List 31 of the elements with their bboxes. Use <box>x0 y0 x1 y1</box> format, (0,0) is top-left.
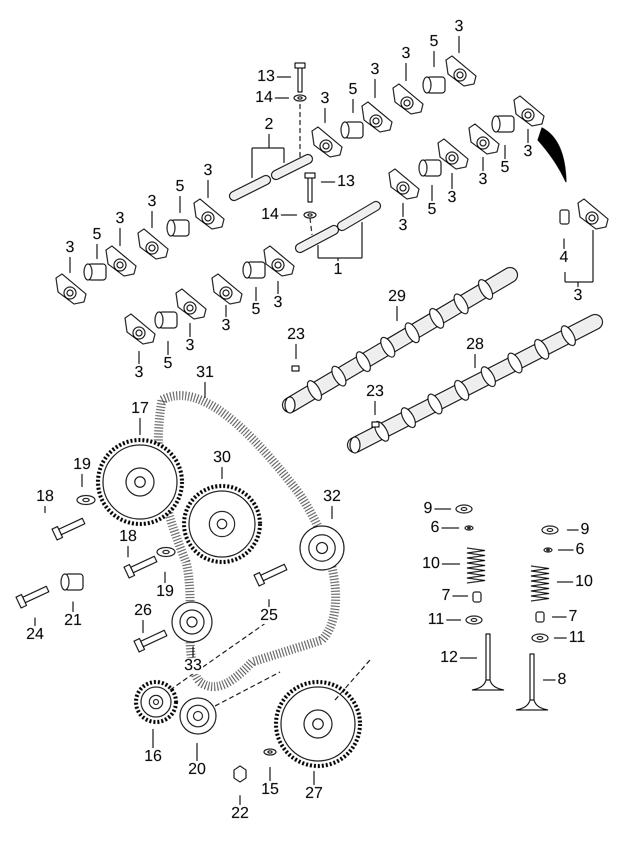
leader-line <box>280 214 298 216</box>
leader-line <box>192 646 194 658</box>
leader-line <box>352 98 354 114</box>
leader-line <box>44 506 46 514</box>
leader-line <box>482 156 484 172</box>
leader-line <box>374 400 376 416</box>
leader-line <box>474 354 476 368</box>
leader-line <box>152 728 154 748</box>
leader-line <box>374 78 376 98</box>
leader-line <box>402 202 404 218</box>
leader-line <box>318 222 362 262</box>
leader-line <box>138 350 140 364</box>
leader-line <box>252 134 284 178</box>
callout-number: 25 <box>259 608 279 624</box>
leader-line <box>564 230 594 288</box>
leader-line <box>204 382 206 398</box>
callout-number: 33 <box>183 658 203 674</box>
leader-line <box>96 244 98 260</box>
leader-line <box>276 76 292 78</box>
leader-line <box>268 598 270 608</box>
leader-line <box>164 571 166 584</box>
leader-line <box>324 108 326 124</box>
leader-line <box>142 620 144 634</box>
leader-line <box>434 508 452 510</box>
leader-line <box>396 306 398 322</box>
leader-line <box>34 617 36 626</box>
leader-line <box>72 601 74 612</box>
leader-line <box>552 616 568 618</box>
leader-line <box>458 36 460 54</box>
leader-line <box>196 742 198 762</box>
leader-line <box>504 144 506 160</box>
